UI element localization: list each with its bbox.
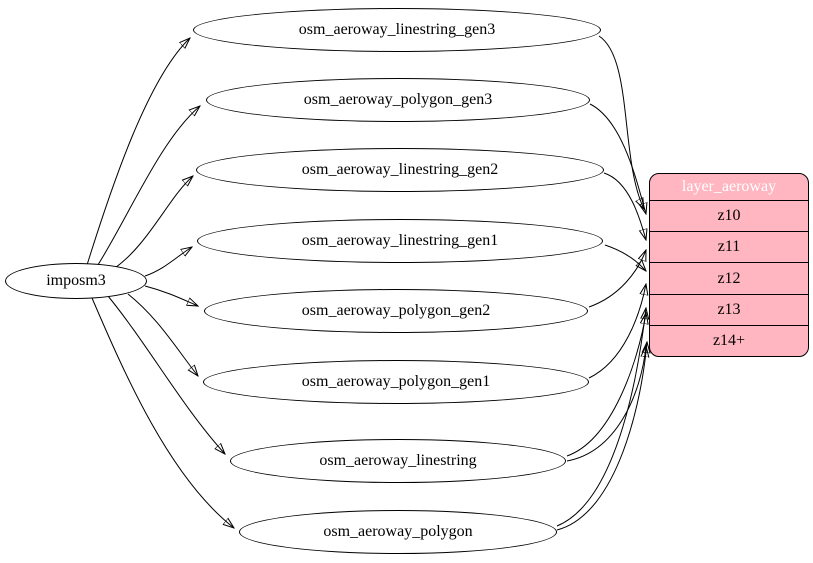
edge-linestring-gen2-z11 (603, 172, 646, 240)
node-osm-aeroway-linestring: osm_aeroway_linestring (230, 439, 566, 483)
edge-imposm3-polygon-gen2 (144, 285, 198, 306)
node-osm-aeroway-linestring-gen2: osm_aeroway_linestring_gen2 (196, 148, 604, 192)
edge-imposm3-polygon (91, 297, 234, 528)
layer-row-z13: z13 (650, 295, 808, 326)
edge-imposm3-polygon-gen3 (95, 106, 200, 269)
layer-row-z10: z10 (650, 201, 808, 233)
edge-imposm3-polygon-gen1 (127, 293, 198, 376)
node-osm-aeroway-polygon: osm_aeroway_polygon (239, 510, 557, 554)
layer-row-z12: z12 (650, 263, 808, 295)
node-label: osm_aeroway_linestring_gen1 (301, 232, 499, 249)
edge-polygon-gen3-z10 (589, 103, 646, 214)
node-imposm3-label: imposm3 (46, 272, 106, 289)
node-label: osm_aeroway_linestring_gen2 (301, 161, 499, 178)
edge-polygon-z14 (556, 342, 647, 531)
node-osm-aeroway-polygon-gen1: osm_aeroway_polygon_gen1 (203, 360, 589, 404)
layer-row-z11: z11 (650, 232, 808, 264)
layer-row-z14plus: z14+ (712, 331, 746, 349)
node-osm-aeroway-linestring-gen3: osm_aeroway_linestring_gen3 (193, 8, 601, 52)
edge-linestring-gen3-z10 (598, 35, 644, 209)
edge-imposm3-linestring (107, 295, 225, 454)
node-label: osm_aeroway_polygon_gen1 (301, 373, 491, 390)
edge-linestring-z14 (566, 346, 646, 462)
edge-polygon-gen1-z12 (588, 284, 646, 379)
node-label: osm_aeroway_linestring_gen3 (298, 21, 496, 38)
node-osm-aeroway-linestring-gen1: osm_aeroway_linestring_gen1 (197, 219, 603, 263)
node-label: osm_aeroway_polygon (323, 523, 473, 540)
edge-linestring-z13 (566, 313, 646, 457)
edge-imposm3-linestring-gen2 (111, 176, 193, 271)
node-label: osm_aeroway_linestring (319, 452, 477, 469)
layer-aeroway-title: layer_aeroway (650, 174, 808, 201)
node-osm-aeroway-polygon-gen2: osm_aeroway_polygon_gen2 (204, 289, 588, 333)
edge-polygon-z13 (556, 308, 646, 527)
node-label: osm_aeroway_polygon_gen2 (301, 302, 491, 319)
node-imposm3: imposm3 (5, 263, 147, 299)
node-label: osm_aeroway_polygon_gen3 (303, 91, 493, 108)
edge-polygon-gen2-z11 (588, 250, 646, 308)
node-layer-aeroway: layer_aeroway z10 z11 z12 z13 z14+ (649, 173, 809, 357)
edge-linestring-gen1-z12 (604, 244, 646, 271)
edge-imposm3-linestring-gen1 (144, 247, 192, 277)
edge-imposm3-linestring-gen3 (86, 38, 190, 266)
node-osm-aeroway-polygon-gen3: osm_aeroway_polygon_gen3 (206, 78, 590, 122)
